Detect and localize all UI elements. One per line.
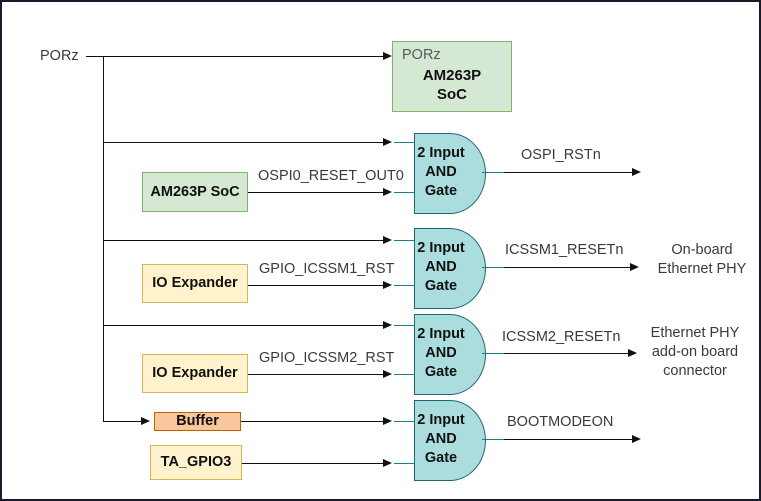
stub-gate3-output: [482, 353, 506, 354]
signal-label-icssm1-resetn: ICSSM1_RESETn: [505, 242, 624, 258]
wire-gate1-output: [504, 172, 636, 173]
soc-name-line2: SoC: [437, 86, 467, 103]
block-ta-gpio3[interactable]: TA_GPIO3: [150, 445, 242, 480]
and-gate-3-label: 2 Input AND Gate: [416, 314, 466, 393]
and-gate-4-line2: AND: [425, 431, 457, 447]
wire-tagpio3-to-gate4: [242, 463, 387, 464]
wire-gate4-output: [504, 439, 636, 440]
wire-gate3-output: [504, 353, 632, 354]
wire-porz-bus-vertical: [103, 56, 104, 421]
block-buffer[interactable]: Buffer: [154, 412, 241, 431]
stub-gate2-input-a: [394, 240, 416, 241]
arrow-tagpio3-gate4: [383, 458, 392, 467]
wire-ioexp1-to-gate2: [248, 285, 387, 286]
and-gate-3[interactable]: 2 Input AND Gate: [414, 314, 486, 395]
arrow-ioexp1-gate2: [383, 280, 392, 289]
stub-gate4-input-b: [394, 463, 416, 464]
stub-gate1-input-b: [394, 192, 416, 193]
block-am263p-soc-top[interactable]: PORz AM263P SoC: [392, 41, 512, 112]
stub-gate1-input-a: [394, 142, 416, 143]
arrow-porz-gate1: [383, 137, 392, 146]
and-gate-4-label: 2 Input AND Gate: [416, 400, 466, 479]
soc-name-line1: AM263P: [422, 67, 482, 84]
block-am263p-soc[interactable]: AM263P SoC: [142, 172, 248, 212]
stub-gate4-output: [482, 439, 506, 440]
signal-label-ospi-rstn: OSPI_RSTn: [521, 147, 601, 163]
stub-gate3-input-a: [394, 325, 416, 326]
arrow-gate4-output: [632, 434, 641, 443]
arrow-porz-gate2: [383, 235, 392, 244]
and-gate-2-shape: [414, 228, 486, 309]
wire-porz-branch-gate1: [103, 142, 387, 143]
and-gate-2[interactable]: 2 Input AND Gate: [414, 228, 486, 309]
wire-porz-branch-buffer: [103, 421, 143, 422]
soc-name-label: AM263P SoC: [393, 66, 511, 104]
stub-gate3-input-b: [394, 374, 416, 375]
wire-porz-branch-gate2: [103, 240, 387, 241]
arrow-porz-buffer: [141, 416, 150, 425]
signal-label-bootmodeon: BOOTMODEON: [507, 414, 614, 430]
and-gate-3-line2: AND: [425, 345, 457, 361]
and-gate-2-line1: 2 Input: [417, 240, 465, 256]
and-gate-4-line1: 2 Input: [417, 412, 465, 428]
stub-gate2-output: [482, 267, 506, 268]
wire-ioexp2-to-gate3: [248, 374, 387, 375]
and-gate-1-line1: 2 Input: [417, 145, 465, 161]
and-gate-1-line2: AND: [425, 164, 457, 180]
wire-buffer-to-gate4: [241, 421, 387, 422]
and-gate-4-shape: [414, 400, 486, 481]
and-gate-1-shape: [414, 133, 486, 214]
soc-porz-pin-label: PORz: [402, 47, 441, 63]
arrow-soc-gate1: [383, 187, 392, 196]
and-gate-1-line3: Gate: [424, 183, 458, 199]
wire-porz-to-soc: [86, 56, 387, 57]
wire-soc-to-gate1: [248, 192, 387, 193]
arrow-gate2-output: [630, 262, 639, 271]
signal-label-icssm2-resetn: ICSSM2_RESETn: [502, 329, 621, 345]
and-gate-2-line3: Gate: [424, 278, 458, 294]
and-gate-3-line3: Gate: [424, 364, 458, 380]
and-gate-2-line2: AND: [425, 259, 457, 275]
signal-label-gpio-icssm1-rst: GPIO_ICSSM1_RST: [259, 261, 395, 277]
block-io-expander-1[interactable]: IO Expander: [142, 264, 248, 303]
and-gate-3-shape: [414, 314, 486, 395]
and-gate-3-line1: 2 Input: [417, 326, 465, 342]
arrow-gate3-output: [628, 348, 637, 357]
stub-gate2-input-b: [394, 285, 416, 286]
and-gate-4[interactable]: 2 Input AND Gate: [414, 400, 486, 481]
arrow-porz-to-soc: [383, 51, 392, 60]
arrow-buffer-gate4: [383, 416, 392, 425]
signal-label-ospi0-reset-out0: OSPI0_RESET_OUT0: [258, 168, 404, 184]
and-gate-4-line3: Gate: [424, 450, 458, 466]
and-gate-1[interactable]: 2 Input AND Gate: [414, 133, 486, 214]
stub-gate4-input-a: [394, 421, 416, 422]
wire-porz-branch-gate3: [103, 325, 387, 326]
and-gate-2-label: 2 Input AND Gate: [416, 228, 466, 307]
block-io-expander-2[interactable]: IO Expander: [142, 354, 248, 393]
wire-gate2-output: [504, 267, 634, 268]
arrow-gate1-output: [632, 167, 641, 176]
and-gate-1-label: 2 Input AND Gate: [416, 133, 466, 212]
porz-source-label: PORz: [40, 48, 79, 64]
arrow-ioexp2-gate3: [383, 369, 392, 378]
signal-label-gpio-icssm2-rst: GPIO_ICSSM2_RST: [259, 350, 395, 366]
arrow-porz-gate3: [383, 320, 392, 329]
stub-gate1-output: [482, 172, 506, 173]
